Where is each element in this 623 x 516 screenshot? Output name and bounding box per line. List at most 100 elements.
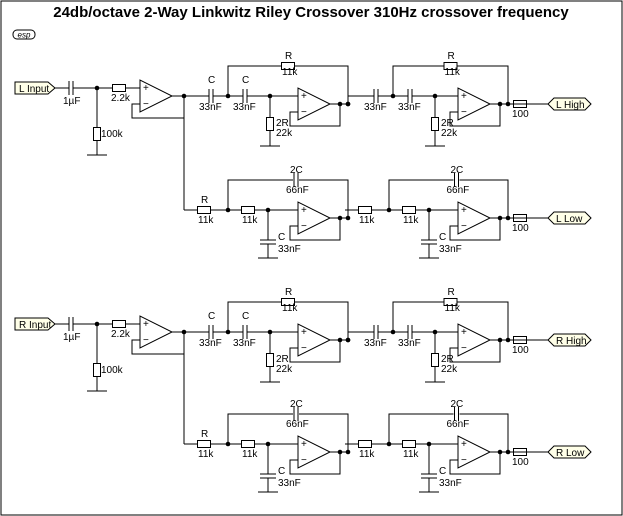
port-shape bbox=[547, 445, 592, 459]
capacitor-c2 bbox=[242, 89, 248, 103]
opamp-minus-sign: − bbox=[461, 221, 467, 232]
capacitor-value: 66nF bbox=[286, 419, 309, 430]
junction-dot bbox=[181, 93, 187, 99]
resistor-value: 11k bbox=[445, 67, 461, 78]
capacitor-name: C bbox=[439, 232, 446, 243]
resistor-r2 bbox=[241, 206, 255, 214]
wire bbox=[449, 340, 501, 363]
ground-resistor bbox=[266, 353, 274, 367]
wire bbox=[131, 96, 185, 119]
resistor-value: 11k bbox=[242, 215, 258, 226]
resistor-value: 22k bbox=[441, 364, 458, 375]
shunt-resistor bbox=[93, 127, 101, 141]
feedback-capacitor bbox=[293, 173, 299, 187]
feedback-cap-gap bbox=[293, 407, 299, 421]
junction-dot bbox=[497, 337, 503, 343]
resistor-name: R bbox=[201, 195, 208, 206]
resistor-value: 22k bbox=[276, 128, 293, 139]
capacitor-value: 33nF bbox=[398, 338, 421, 349]
port-shape bbox=[547, 97, 592, 111]
resistor-value: 22k bbox=[441, 128, 458, 139]
junction-dot bbox=[337, 215, 343, 221]
opamp: +− bbox=[457, 87, 492, 121]
opamp-triangle bbox=[457, 87, 492, 121]
opamp-triangle bbox=[457, 201, 492, 235]
port-label: L High bbox=[556, 100, 585, 111]
logo-outline bbox=[12, 29, 36, 40]
resistor-value: 100k bbox=[101, 365, 124, 376]
port-shape bbox=[14, 317, 56, 331]
opamp-plus-sign: + bbox=[301, 439, 307, 450]
resistor-r2 bbox=[402, 440, 416, 448]
capacitor-value: 66nF bbox=[447, 185, 470, 196]
resistor-name: R bbox=[448, 287, 455, 298]
capacitor-name: C bbox=[242, 75, 249, 86]
port-label: L Low bbox=[556, 214, 583, 225]
opamp-triangle bbox=[457, 323, 492, 357]
wire bbox=[388, 179, 509, 218]
capacitor-name: 2C bbox=[290, 165, 303, 176]
feedback-capacitor bbox=[293, 407, 299, 421]
capacitor-value: 66nF bbox=[447, 419, 470, 430]
capacitor-name: C bbox=[242, 311, 249, 322]
capacitor-value: 33nF bbox=[199, 102, 222, 113]
resistor-value: 22k bbox=[276, 364, 293, 375]
opamp-plus-sign: + bbox=[301, 91, 307, 102]
capacitor-c1 bbox=[208, 325, 214, 339]
capacitor-value: 33nF bbox=[233, 102, 256, 113]
logo-text: esp bbox=[18, 31, 31, 40]
junction-dot bbox=[337, 337, 343, 343]
input-port: L Input bbox=[14, 81, 56, 95]
feedback-resistor bbox=[443, 298, 458, 306]
capacitor-name: C bbox=[278, 466, 285, 477]
junction-dot bbox=[497, 215, 503, 221]
high-output-port: L High bbox=[547, 97, 592, 111]
feedback-capacitor bbox=[454, 173, 459, 187]
port-label: R Low bbox=[556, 448, 585, 459]
feedback-cap-gap bbox=[293, 173, 299, 187]
resistor-value: 11k bbox=[403, 215, 419, 226]
opamp-plus-sign: + bbox=[143, 83, 149, 94]
capacitor-value: 33nF bbox=[439, 478, 462, 489]
capacitor-c2 bbox=[407, 89, 413, 103]
page-title: 24db/octave 2-Way Linkwitz Riley Crossov… bbox=[53, 4, 569, 21]
resistor-value: 2.2k bbox=[111, 93, 131, 104]
esp-logo: esp bbox=[12, 29, 36, 40]
resistor-value: 11k bbox=[198, 449, 214, 460]
opamp-plus-sign: + bbox=[143, 319, 149, 330]
opamp: +− bbox=[297, 87, 332, 121]
series-resistor bbox=[112, 320, 126, 328]
resistor-value: 11k bbox=[282, 303, 298, 314]
resistor-name: 2R bbox=[276, 118, 289, 129]
capacitor-c1 bbox=[373, 325, 379, 339]
opamp-minus-sign: − bbox=[461, 455, 467, 466]
input-buffer-opamp: +− bbox=[139, 79, 174, 113]
feedback-cap-gap bbox=[453, 173, 460, 187]
opamp: +− bbox=[457, 201, 492, 235]
feedback-resistor bbox=[281, 62, 295, 70]
port-label: R High bbox=[556, 336, 587, 347]
capacitor-value: 66nF bbox=[286, 185, 309, 196]
capacitor-value: 33nF bbox=[199, 338, 222, 349]
wire bbox=[289, 452, 341, 475]
capacitor-value: 33nF bbox=[398, 102, 421, 113]
wire bbox=[227, 413, 349, 452]
resistor-r1 bbox=[197, 440, 211, 448]
resistor-r1 bbox=[358, 206, 372, 214]
ground-capacitor bbox=[260, 239, 276, 245]
resistor-value: 11k bbox=[282, 67, 298, 78]
port-shape bbox=[14, 81, 56, 95]
feedback-resistor bbox=[281, 298, 295, 306]
junction-dot bbox=[497, 101, 503, 107]
wire bbox=[289, 218, 341, 241]
junction-dot bbox=[497, 449, 503, 455]
wire bbox=[289, 340, 341, 363]
resistor-value: 11k bbox=[359, 449, 375, 460]
ground-capacitor bbox=[260, 473, 276, 479]
